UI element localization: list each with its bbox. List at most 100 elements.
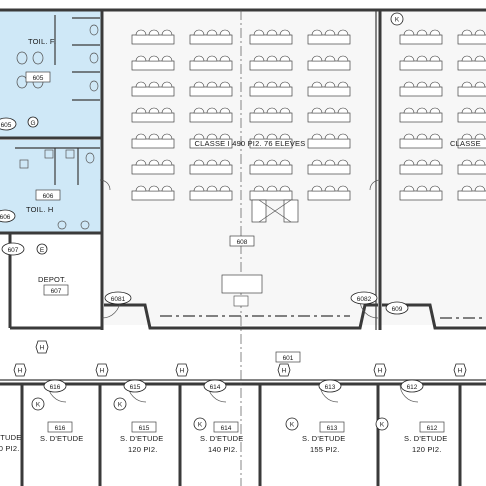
svg-text:S. D'ETUDE: S. D'ETUDE (404, 434, 447, 443)
classroom-main-number: 608 (237, 239, 248, 246)
door-tag-612: 612 (400, 379, 424, 393)
desk-pair (457, 159, 486, 175)
toilet-h-number: 606 (43, 193, 54, 200)
h-symbol: H (453, 363, 467, 377)
toilet-f-area (0, 10, 102, 138)
study-room-616: 616 S. D'ETUDE (40, 421, 83, 443)
door-tag-6081: 6081 (104, 291, 132, 305)
desk-pair (249, 81, 293, 97)
door-tag-605: 605 (0, 117, 17, 131)
desk-pair (307, 159, 351, 175)
depot-number-box (43, 284, 69, 296)
desk-pair (307, 29, 351, 45)
svg-text:H: H (40, 345, 45, 352)
corridor-number-box (275, 351, 301, 363)
desk-pair (457, 81, 486, 97)
desk-pair (457, 55, 486, 71)
toilet-h-area (0, 140, 102, 232)
svg-text:612: 612 (427, 425, 438, 432)
svg-text:K: K (118, 402, 123, 409)
svg-text:612: 612 (407, 384, 418, 391)
classroom-desks (131, 29, 486, 201)
svg-text:K: K (395, 17, 400, 24)
h-symbol: H (175, 363, 189, 377)
door-tag-614: 614 (203, 379, 227, 393)
teacher-desk (221, 274, 263, 294)
door-tag-616: 616 (43, 379, 67, 393)
svg-text:S. D'ETUDE: S. D'ETUDE (40, 434, 83, 443)
desk-pair (399, 159, 443, 175)
svg-text:H: H (100, 368, 105, 375)
desk-pair (399, 185, 443, 201)
desk-pair (189, 81, 233, 97)
svg-text:H: H (458, 368, 463, 375)
svg-text:616: 616 (50, 384, 61, 391)
svg-text:615: 615 (130, 384, 141, 391)
study-room-614: 614 S. D'ETUDE 140 PI2. (200, 421, 243, 454)
svg-text:H: H (378, 368, 383, 375)
svg-text:E: E (40, 247, 45, 254)
h-symbol: H (13, 363, 27, 377)
desk-pair (307, 55, 351, 71)
svg-text:6081: 6081 (111, 296, 126, 303)
desk-pair (457, 107, 486, 123)
desk-pair (307, 81, 351, 97)
svg-text:S. D'ETUDE: S. D'ETUDE (200, 434, 243, 443)
toilet-f-number: 605 (33, 75, 44, 82)
svg-text:S. D'ETUDE: S. D'ETUDE (302, 434, 345, 443)
k-symbol: K (285, 417, 299, 431)
desk-pair (457, 29, 486, 45)
k-symbol: K (375, 417, 389, 431)
svg-text:S. D'ETUDE: S. D'ETUDE (0, 433, 21, 442)
toilet-f-number-box (25, 71, 51, 83)
desk-pair (399, 107, 443, 123)
h-symbols: H H H H H H H (13, 340, 467, 377)
projector-icon (251, 199, 299, 223)
desk-pair (399, 81, 443, 97)
desk-pair (131, 107, 175, 123)
desk-pair (249, 159, 293, 175)
svg-text:155 PI2.: 155 PI2. (310, 445, 340, 454)
k-symbol: K (390, 12, 404, 26)
desk-pair (307, 107, 351, 123)
svg-text:H: H (282, 368, 287, 375)
door-tag-607: 607 (1, 242, 25, 256)
svg-text:120 PI2.: 120 PI2. (128, 445, 158, 454)
k-symbol: K (31, 397, 45, 411)
e-symbol: E (36, 243, 48, 255)
study-room-612: 612 S. D'ETUDE 120 PI2. (404, 421, 447, 454)
k-symbol: K (193, 417, 207, 431)
classroom-main-label: CLASSE I 490 PI2. 76 ELEVES (195, 139, 306, 148)
svg-text:613: 613 (325, 384, 336, 391)
k-symbol: K (113, 397, 127, 411)
toilet-h-label: TOIL. H (26, 205, 54, 214)
toilet-f-label: TOIL. F. (28, 37, 56, 46)
desk-pair (399, 55, 443, 71)
h-symbol: H (35, 340, 49, 354)
g-symbol: G (27, 116, 39, 128)
walls (0, 8, 486, 486)
desk-pair (249, 133, 293, 149)
svg-text:H: H (180, 368, 185, 375)
svg-text:614: 614 (210, 384, 221, 391)
depot-label: DEPOT. (38, 275, 66, 284)
desk-pair (131, 29, 175, 45)
desk-pair (399, 133, 443, 149)
svg-text:609: 609 (392, 306, 403, 313)
svg-text:615: 615 (139, 425, 150, 432)
svg-text:K: K (36, 402, 41, 409)
svg-text:K: K (198, 422, 203, 429)
study-room-615: 615 S. D'ETUDE 120 PI2. (120, 421, 163, 454)
desk-pair (189, 159, 233, 175)
svg-text:120 PI2.: 120 PI2. (0, 444, 20, 453)
desk-pair (131, 55, 175, 71)
door-tag-613: 613 (318, 379, 342, 393)
desk-pair (249, 185, 293, 201)
door-tag-606: 606 (0, 209, 16, 223)
desk-pair (189, 133, 233, 149)
svg-text:607: 607 (8, 247, 19, 254)
classroom-main-number-box (229, 235, 255, 247)
teacher-chair (233, 295, 249, 307)
svg-text:140 PI2.: 140 PI2. (208, 445, 238, 454)
